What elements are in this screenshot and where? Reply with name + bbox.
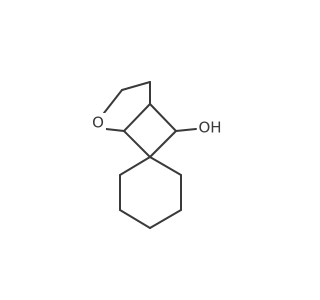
bond-ch2-to-ch2 <box>121 81 151 91</box>
cyclohexane-ring <box>119 156 182 229</box>
bond-o-to-ch2-top <box>103 89 123 114</box>
ring-oxygen-atom: O <box>90 113 106 132</box>
hydroxyl-label: OH <box>198 119 221 137</box>
cyclobutane-ring <box>123 103 177 158</box>
bond-cb-right <box>149 103 177 132</box>
bond-ch-3 <box>149 209 182 229</box>
bond-cb-top <box>123 103 151 132</box>
bond-cb-left <box>123 130 151 158</box>
hydroxyl-group: OH <box>198 119 221 137</box>
ring-oxygen-label: O <box>92 114 104 132</box>
bond-ch-1 <box>149 156 182 176</box>
bond-ch-4 <box>119 209 151 229</box>
bond-c-to-oh <box>175 128 197 132</box>
oxolane-ring <box>103 81 151 132</box>
bond-o-to-bridgehead-left <box>105 128 125 132</box>
bond-ch-6 <box>119 156 151 176</box>
bond-cb-bottom <box>149 130 177 158</box>
molecule-structure-diagram: O OH <box>90 81 222 229</box>
